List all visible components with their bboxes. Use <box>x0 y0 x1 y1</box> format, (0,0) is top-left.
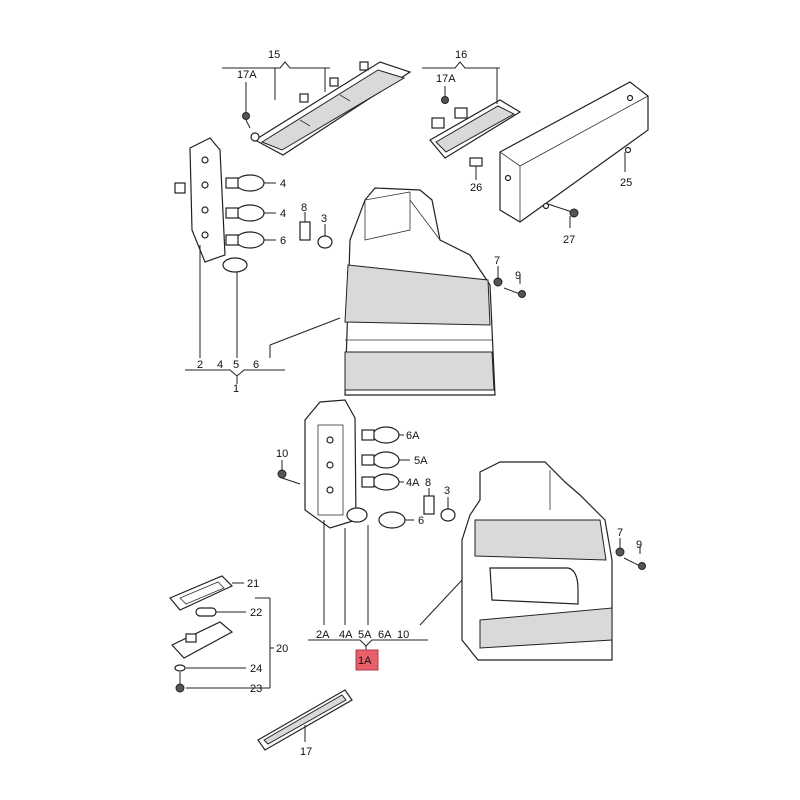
callout-22: 22 <box>250 607 262 619</box>
callout-17a-right: 17A <box>436 73 456 85</box>
bulb-3-lower[interactable] <box>440 508 456 522</box>
callout-2a: 2A <box>316 629 330 641</box>
callout-21: 21 <box>247 578 259 590</box>
callout-17a-left: 17A <box>237 69 257 81</box>
brake-light-16[interactable] <box>429 99 522 159</box>
screw-17a-right[interactable] <box>441 96 449 104</box>
callout-5a-a: 5A <box>414 455 428 467</box>
callout-17: 17 <box>300 746 312 758</box>
callout-10-upper: 10 <box>276 448 288 460</box>
screw-9-lower[interactable] <box>623 557 646 570</box>
callout-3-lower: 3 <box>444 485 450 497</box>
callout-24: 24 <box>250 663 262 675</box>
callout-4a-b: 4A <box>339 629 353 641</box>
callout-9-upper: 9 <box>515 270 521 282</box>
callout-5a-b: 5A <box>358 629 372 641</box>
screw-27[interactable] <box>547 203 579 218</box>
callout-8-upper: 8 <box>301 202 307 214</box>
nut-7-lower[interactable] <box>615 547 625 557</box>
socket-8-upper[interactable] <box>299 221 311 241</box>
mounting-bracket-25[interactable] <box>499 81 649 223</box>
callout-6-c: 6 <box>418 515 424 527</box>
screw-17a-left[interactable] <box>242 112 251 129</box>
bulb-holder-upper[interactable] <box>174 137 226 263</box>
bulb-holder-lower[interactable] <box>304 399 357 529</box>
bulb-22[interactable] <box>195 607 217 617</box>
callout-6-a: 6 <box>280 235 286 247</box>
nut-7-upper[interactable] <box>493 277 503 287</box>
callout-2: 2 <box>197 359 203 371</box>
leader-15 <box>222 61 330 100</box>
screw-9-upper[interactable] <box>503 287 526 298</box>
callout-6a-b: 6A <box>378 629 392 641</box>
callout-1: 1 <box>233 383 239 395</box>
callout-10-lower: 10 <box>397 629 409 641</box>
callout-7-lower: 7 <box>617 527 623 539</box>
socket-8-lower[interactable] <box>423 495 435 515</box>
callout-8-lower: 8 <box>425 477 431 489</box>
callout-6a-a: 6A <box>406 430 420 442</box>
callout-4-b: 4 <box>280 208 286 220</box>
screw-23[interactable] <box>175 672 185 693</box>
callout-1a: 1A <box>358 655 372 667</box>
washer-24[interactable] <box>174 664 186 672</box>
lamp-housing-20[interactable] <box>171 621 234 659</box>
bulb-3-upper[interactable] <box>317 235 333 249</box>
lamp-lens-21[interactable] <box>169 575 234 611</box>
callout-26: 26 <box>470 182 482 194</box>
callout-15: 15 <box>268 49 280 61</box>
callout-1a-highlight[interactable] <box>355 649 379 671</box>
callout-6-b: 6 <box>253 359 259 371</box>
reflector-17[interactable] <box>257 689 353 751</box>
callout-16: 16 <box>455 49 467 61</box>
callout-4a-a: 4A <box>406 477 420 489</box>
callout-4-a: 4 <box>280 178 286 190</box>
tail-light-upper[interactable] <box>344 187 496 396</box>
tail-light-lower[interactable] <box>461 461 613 661</box>
leader-16 <box>422 61 500 104</box>
callout-25: 25 <box>620 177 632 189</box>
callout-23: 23 <box>250 683 262 695</box>
leader-assembly-1 <box>185 245 341 384</box>
callout-3-upper: 3 <box>321 213 327 225</box>
clip-26[interactable] <box>469 157 483 167</box>
callout-27: 27 <box>563 234 575 246</box>
bulbs-upper[interactable] <box>222 174 265 273</box>
leader-assembly-1a <box>308 520 463 652</box>
callout-5: 5 <box>233 359 239 371</box>
screw-10-upper[interactable] <box>277 469 301 485</box>
callout-9-lower: 9 <box>636 539 642 551</box>
callout-4-c: 4 <box>217 359 223 371</box>
callout-7-upper: 7 <box>494 255 500 267</box>
callout-20: 20 <box>276 643 288 655</box>
brake-light-15[interactable] <box>250 61 412 156</box>
